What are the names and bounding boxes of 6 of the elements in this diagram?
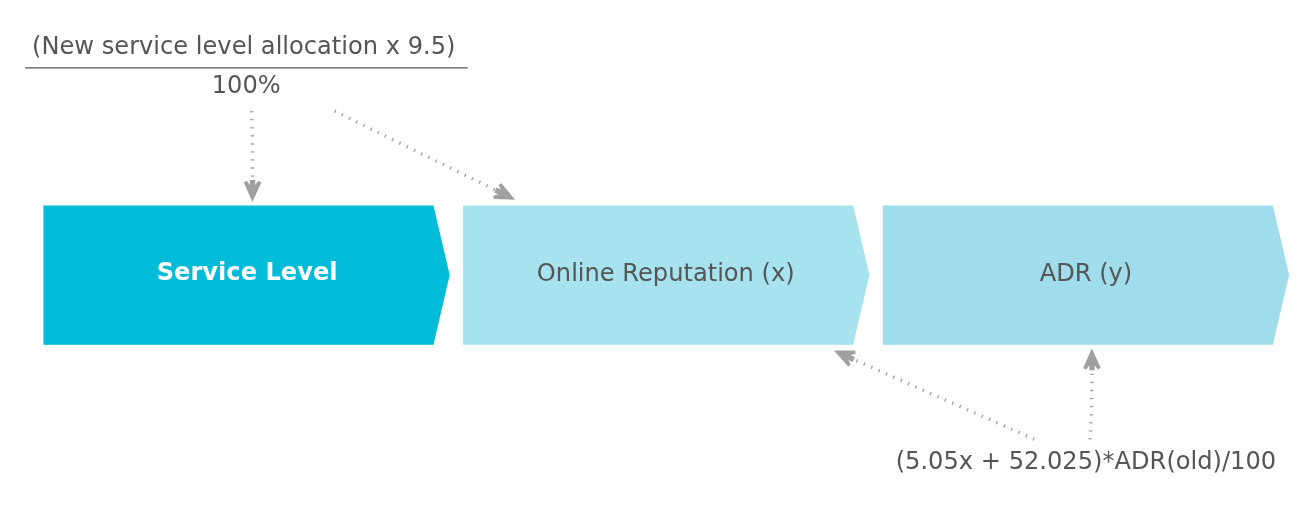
arrow xyxy=(1083,350,1101,440)
arrow xyxy=(243,111,262,200)
node-text: (5.05x + 52.025)*ADR(old)/100 xyxy=(895,447,1277,476)
node-text: (New service level allocation x 9.5) 100% xyxy=(32,31,456,99)
arrow xyxy=(835,350,1035,441)
arrow xyxy=(333,109,514,200)
